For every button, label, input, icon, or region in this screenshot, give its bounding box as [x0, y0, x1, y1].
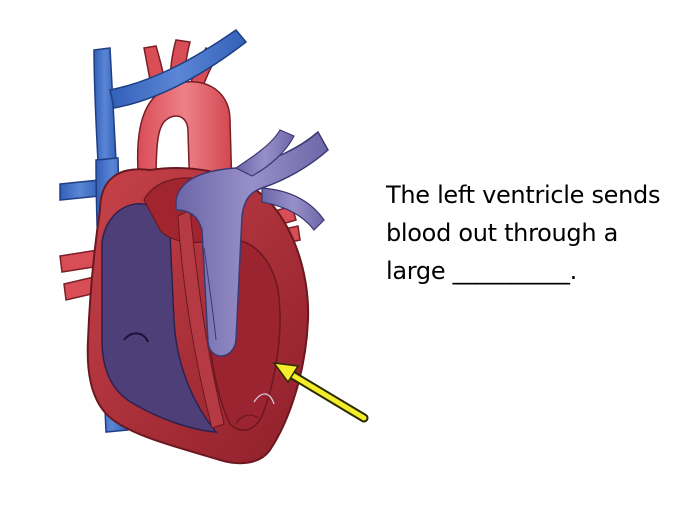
valve-lines [123, 332, 275, 425]
septum [177, 209, 225, 429]
heart-diagram [59, 28, 369, 465]
aorta [136, 81, 233, 197]
question-text: The left ventricle sends blood out throu… [386, 176, 676, 290]
question-line-3: large __________. [386, 257, 577, 285]
right-heart-chamber [101, 203, 218, 433]
question-line-2: blood out through a [386, 219, 619, 247]
arrow-icon [272, 362, 369, 423]
pulmonary-artery [175, 129, 329, 357]
question-line-1: The left ventricle sends [386, 181, 661, 209]
